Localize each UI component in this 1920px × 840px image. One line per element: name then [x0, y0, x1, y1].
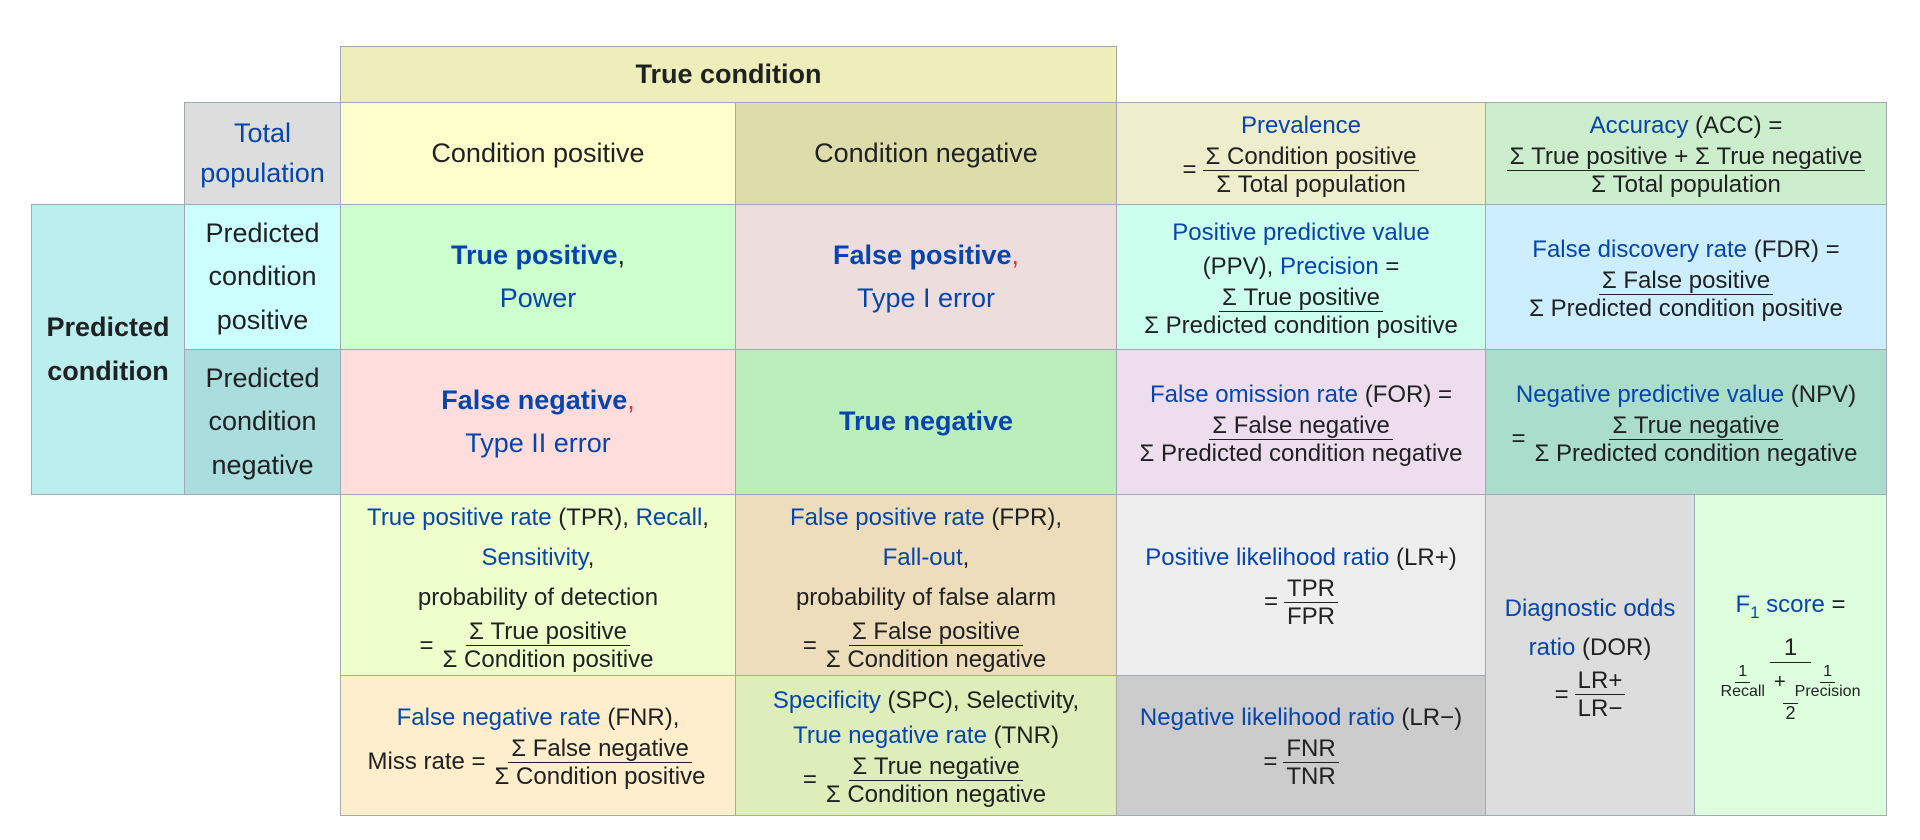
tpr-formula: = Σ True positive Σ Condition positive: [419, 617, 654, 673]
condition-positive-header: Condition positive: [340, 102, 736, 205]
condition-negative-header: Condition negative: [735, 102, 1117, 205]
prevalence-denominator: Σ Total population: [1216, 171, 1406, 199]
npv-formula: = Σ True negative Σ Predicted condition …: [1511, 411, 1858, 467]
total-population-cell[interactable]: Total population: [184, 102, 341, 205]
ppv-cell: Positive predictive value (PPV), Precisi…: [1116, 204, 1486, 350]
condition-negative-label: Condition negative: [814, 137, 1038, 168]
for-link[interactable]: False omission rate: [1149, 380, 1359, 408]
total-population-line1[interactable]: Total: [233, 118, 292, 149]
fpr-formula: = Σ False positive Σ Condition negative: [802, 617, 1047, 673]
lr-negative-link[interactable]: Negative likelihood ratio: [1139, 704, 1395, 732]
accuracy-link[interactable]: Accuracy: [1589, 112, 1689, 140]
accuracy-numerator: Σ True positive + Σ True negative: [1506, 144, 1866, 172]
true-positive-link[interactable]: True positive: [450, 239, 618, 270]
predicted-positive-header: Predicted condition positive: [184, 204, 341, 350]
lr-positive-formula: = TPR FPR: [1264, 576, 1338, 629]
npv-cell: Negative predictive value (NPV) = Σ True…: [1485, 349, 1887, 495]
predicted-negative-header: Predicted condition negative: [184, 349, 341, 495]
specificity-formula: = Σ True negative Σ Condition negative: [802, 752, 1047, 808]
fnr-cell: False negative rate (FNR), Miss rate = Σ…: [340, 675, 736, 816]
true-positive-cell: True positive, Power: [340, 204, 736, 350]
prevalence-numerator: Σ Condition positive: [1202, 144, 1420, 172]
predicted-condition-line1: Predicted: [46, 312, 170, 343]
lr-positive-link[interactable]: Positive likelihood ratio: [1145, 543, 1390, 571]
true-condition-header: True condition: [340, 46, 1117, 103]
accuracy-cell: Accuracy (ACC) = Σ True positive + Σ Tru…: [1485, 102, 1887, 205]
ppv-formula: Σ True positive Σ Predicted condition po…: [1144, 284, 1458, 340]
dor-link-line1[interactable]: Diagnostic odds: [1504, 594, 1676, 622]
dor-formula: = LR+ LR−: [1555, 668, 1626, 721]
f1-score-cell: F1 score = 1 1 Recall + 1 Precision 2: [1694, 494, 1887, 816]
for-cell: False omission rate (FOR) = Σ False nega…: [1116, 349, 1486, 495]
prevalence-cell: Prevalence = Σ Condition positive Σ Tota…: [1116, 102, 1486, 205]
for-formula: Σ False negative Σ Predicted condition n…: [1139, 411, 1463, 467]
false-positive-link[interactable]: False positive: [832, 239, 1012, 270]
dor-cell: Diagnostic odds ratio (DOR) = LR+ LR−: [1485, 494, 1695, 816]
condition-positive-label: Condition positive: [431, 137, 645, 168]
false-negative-cell: False negative, Type II error: [340, 349, 736, 495]
precision-link[interactable]: Precision: [1279, 253, 1379, 281]
tnr-link[interactable]: True negative rate: [793, 721, 987, 749]
fdr-cell: False discovery rate (FDR) = Σ False pos…: [1485, 204, 1887, 350]
fnr-formula: Miss rate = Σ False negative Σ Condition…: [367, 735, 706, 791]
tpr-link[interactable]: True positive rate: [367, 503, 552, 531]
fpr-link[interactable]: False positive rate: [789, 503, 985, 531]
fdr-formula: Σ False positive Σ Predicted condition p…: [1529, 266, 1843, 322]
false-negative-link[interactable]: False negative: [441, 384, 628, 415]
specificity-cell: Specificity (SPC), Selectivity, True neg…: [735, 675, 1117, 816]
sensitivity-link[interactable]: Sensitivity: [481, 544, 588, 572]
total-population-line2[interactable]: population: [200, 157, 325, 188]
dor-link-line2[interactable]: ratio: [1528, 634, 1576, 662]
f1-score-link: F1 score: [1735, 590, 1825, 622]
f1-formula: 1 1 Recall + 1 Precision 2: [1720, 633, 1861, 723]
fall-out-link[interactable]: Fall-out: [882, 544, 963, 572]
specificity-link[interactable]: Specificity: [772, 687, 881, 715]
type-i-error-link[interactable]: Type I error: [856, 283, 996, 313]
prevalence-formula: = Σ Condition positive Σ Total populatio…: [1183, 144, 1420, 199]
power-link[interactable]: Power: [499, 283, 577, 313]
fpr-cell: False positive rate (FPR), Fall-out, pro…: [735, 494, 1117, 676]
lr-negative-cell: Negative likelihood ratio (LR−) = FNR TN…: [1116, 675, 1486, 816]
predicted-condition-line2: condition: [47, 355, 169, 386]
lr-negative-formula: = FNR TNR: [1263, 736, 1339, 790]
false-positive-cell: False positive, Type I error: [735, 204, 1117, 350]
true-negative-cell: True negative: [735, 349, 1117, 495]
accuracy-formula: Σ True positive + Σ True negative Σ Tota…: [1506, 144, 1866, 199]
true-condition-label: True condition: [635, 58, 822, 89]
type-ii-error-link[interactable]: Type II error: [465, 428, 611, 458]
accuracy-denominator: Σ Total population: [1591, 171, 1781, 199]
predicted-condition-header: Predicted condition: [31, 204, 185, 495]
fnr-link[interactable]: False negative rate: [396, 704, 601, 732]
ppv-link[interactable]: Positive predictive value: [1172, 218, 1430, 246]
true-negative-link[interactable]: True negative: [838, 406, 1014, 437]
tpr-cell: True positive rate (TPR), Recall, Sensit…: [340, 494, 736, 676]
recall-link[interactable]: Recall: [635, 503, 703, 531]
npv-link[interactable]: Negative predictive value: [1515, 380, 1785, 408]
lr-positive-cell: Positive likelihood ratio (LR+) = TPR FP…: [1116, 494, 1486, 676]
fdr-link[interactable]: False discovery rate: [1532, 235, 1748, 263]
prevalence-link[interactable]: Prevalence: [1240, 112, 1362, 140]
